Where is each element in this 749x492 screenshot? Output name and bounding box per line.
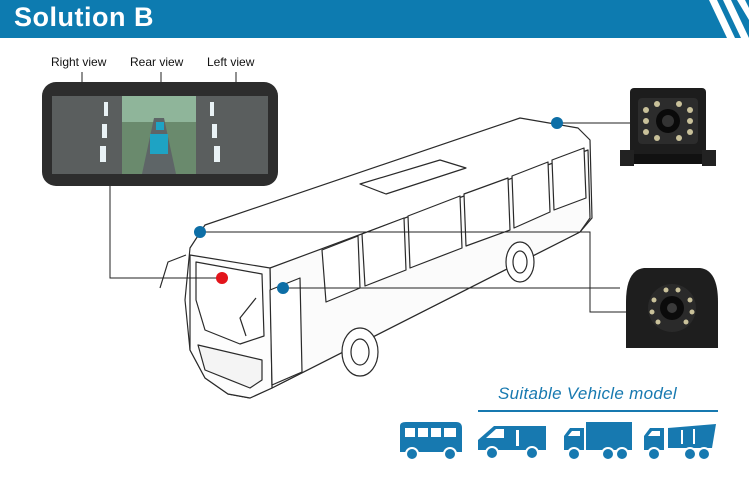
suitable-divider [478,410,718,412]
rear-view-label: Rear view [130,55,184,69]
monitor-dot [216,272,228,284]
side-camera-dot-left [194,226,206,238]
bus-icon [400,422,462,461]
left-view-label: Left view [207,55,255,69]
box-truck-icon [564,422,632,461]
dump-truck-icon [644,424,716,461]
rear-camera-dot [551,117,563,129]
bus-illustration [159,117,593,399]
page-title: Solution B [14,2,154,32]
header-stripes-decoration [709,0,749,38]
van-icon [478,426,546,460]
suitable-vehicle-title: Suitable Vehicle model [498,384,677,403]
header-bar: Solution B [0,0,749,38]
right-view-label: Right view [51,55,107,69]
side-camera-icon [626,268,718,348]
rear-camera-icon [620,88,716,166]
side-camera-dot-right [277,282,289,294]
mirror-monitor [42,82,278,186]
